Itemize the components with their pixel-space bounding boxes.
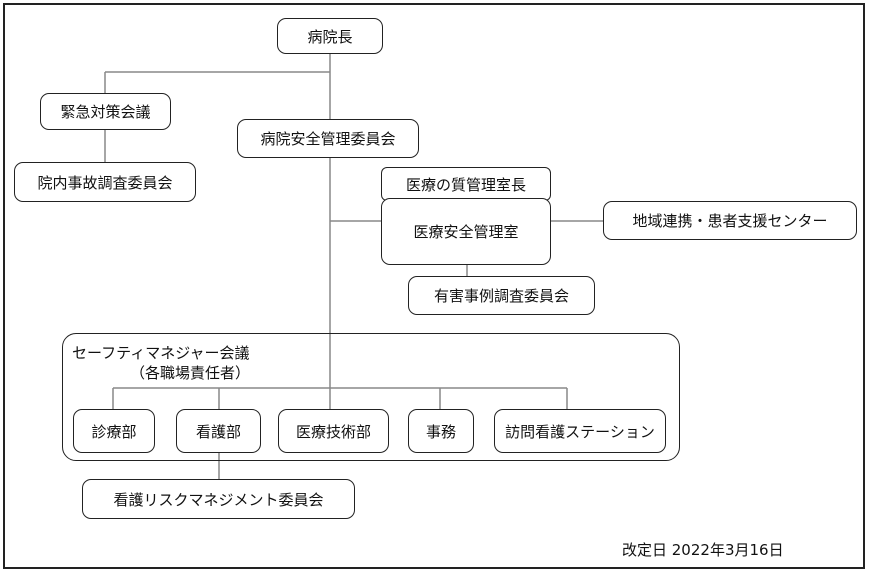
group-safety-manager-meeting xyxy=(62,333,680,461)
diagram-frame xyxy=(3,3,865,569)
node-nursing-risk-committee: 看護リスクマネジメント委員会 xyxy=(82,479,355,519)
node-director: 病院長 xyxy=(277,18,383,54)
node-nursing-dept: 看護部 xyxy=(176,409,261,453)
node-safety-office: 医療安全管理室 xyxy=(381,198,551,265)
node-emergency-meeting: 緊急対策会議 xyxy=(40,93,171,130)
revision-date: 改定日 2022年3月16日 xyxy=(622,541,784,559)
safety-manager-meeting-subtitle: （各職場責任者） xyxy=(130,364,251,382)
safety-manager-meeting-title: セーフティマネジャー会議 xyxy=(72,344,250,362)
node-incident-committee: 院内事故調査委員会 xyxy=(14,162,196,202)
node-adverse-committee: 有害事例調査委員会 xyxy=(408,276,595,315)
node-quality-head: 医療の質管理室長 xyxy=(381,167,551,201)
node-regional-center: 地域連携・患者支援センター xyxy=(603,201,857,240)
node-home-nursing-station: 訪問看護ステーション xyxy=(494,409,666,453)
node-safety-committee: 病院安全管理委員会 xyxy=(237,119,419,158)
node-clinical-dept: 診療部 xyxy=(73,409,155,453)
node-office-dept: 事務 xyxy=(408,409,474,453)
node-medtech-dept: 医療技術部 xyxy=(278,409,389,453)
